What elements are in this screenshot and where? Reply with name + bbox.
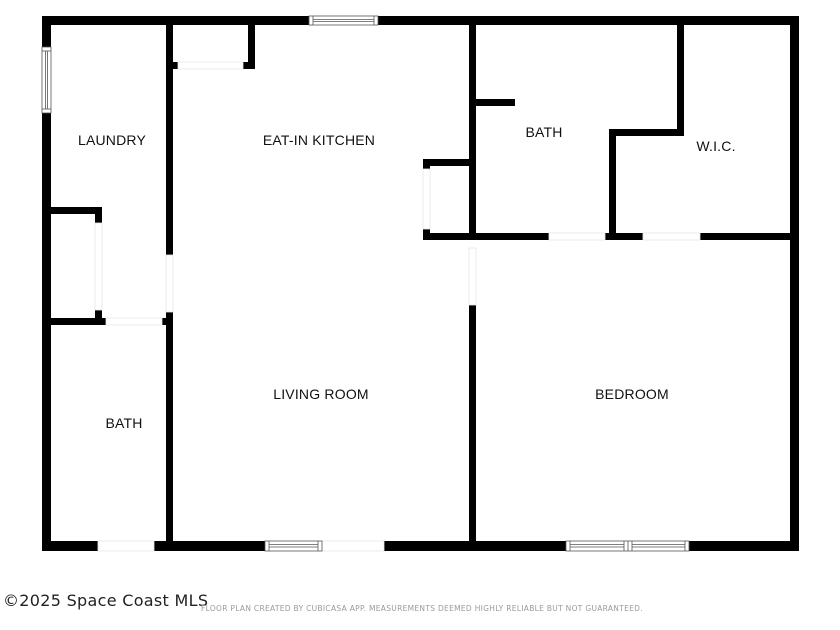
wall-wic-lower [609,129,616,240]
wall-pantry-stub-right [243,62,255,69]
outer-wall-top [42,16,799,25]
walls [42,16,799,551]
doorway-recess [422,168,431,230]
wall-pantry-right [248,25,255,69]
doorway-living-bedroom [468,247,477,306]
doorway-wic-bedroom [642,232,701,241]
window-laundry-left [41,46,52,114]
windows [41,15,690,552]
wall-living-bedroom [469,305,476,543]
copyright-watermark: ©2025 Space Coast MLS [3,591,209,610]
window-bedroom-bottom [565,540,690,552]
window-kitchen-top [308,15,379,26]
doorways [94,61,701,552]
wall-laundry-kitchen [166,25,173,255]
outer-wall-left [42,16,51,551]
wall-bath-bedroom-a [476,233,549,240]
wall-recess-bottom [423,233,476,240]
doorway-front [321,540,385,552]
doorway-laundry-kitchen [165,254,174,313]
doorway-closet [94,222,103,311]
wall-living-bath-lower [166,312,173,542]
doorway-pantry [177,61,244,70]
room-label-wic: W.I.C. [696,138,736,154]
room-label-living-room: LIVING ROOM [273,386,369,402]
wall-closet-right-top [95,207,102,223]
room-label-bedroom: BEDROOM [595,386,669,402]
doorway-bath-lower [105,317,163,326]
wall-closet-bottom [51,318,106,325]
wall-wic-bedroom [700,233,790,240]
wall-pantry-stub-left [173,62,178,69]
room-label-bath-lower: BATH [105,415,143,431]
window-living-bottom [264,540,323,552]
room-label-eat-in-kitchen: EAT-IN KITCHEN [262,132,376,148]
wall-closet-top [51,207,102,214]
floor-plan-disclaimer: FLOOR PLAN CREATED BY CUBICASA APP. MEAS… [201,604,643,613]
wall-recess-top [423,159,470,166]
wall-bath-stub [476,99,515,106]
room-label-bath-upper: BATH [525,124,563,140]
wall-kitchen-bath [469,25,476,239]
doorway-bath-bedroom [548,232,606,241]
wall-recess-left-top [423,159,430,169]
wall-wic-upper [677,25,684,136]
wall-bath-bedroom-b [605,233,643,240]
wall-closet-right-bottom [95,310,102,324]
room-label-laundry: LAUNDRY [77,132,147,148]
doorway-bath-lower-exterior [97,540,155,552]
wall-wic-step [609,129,684,136]
outer-wall-right [790,16,799,551]
wall-bath-lower-top-stub [162,318,173,325]
outer-wall-bottom [42,541,799,551]
